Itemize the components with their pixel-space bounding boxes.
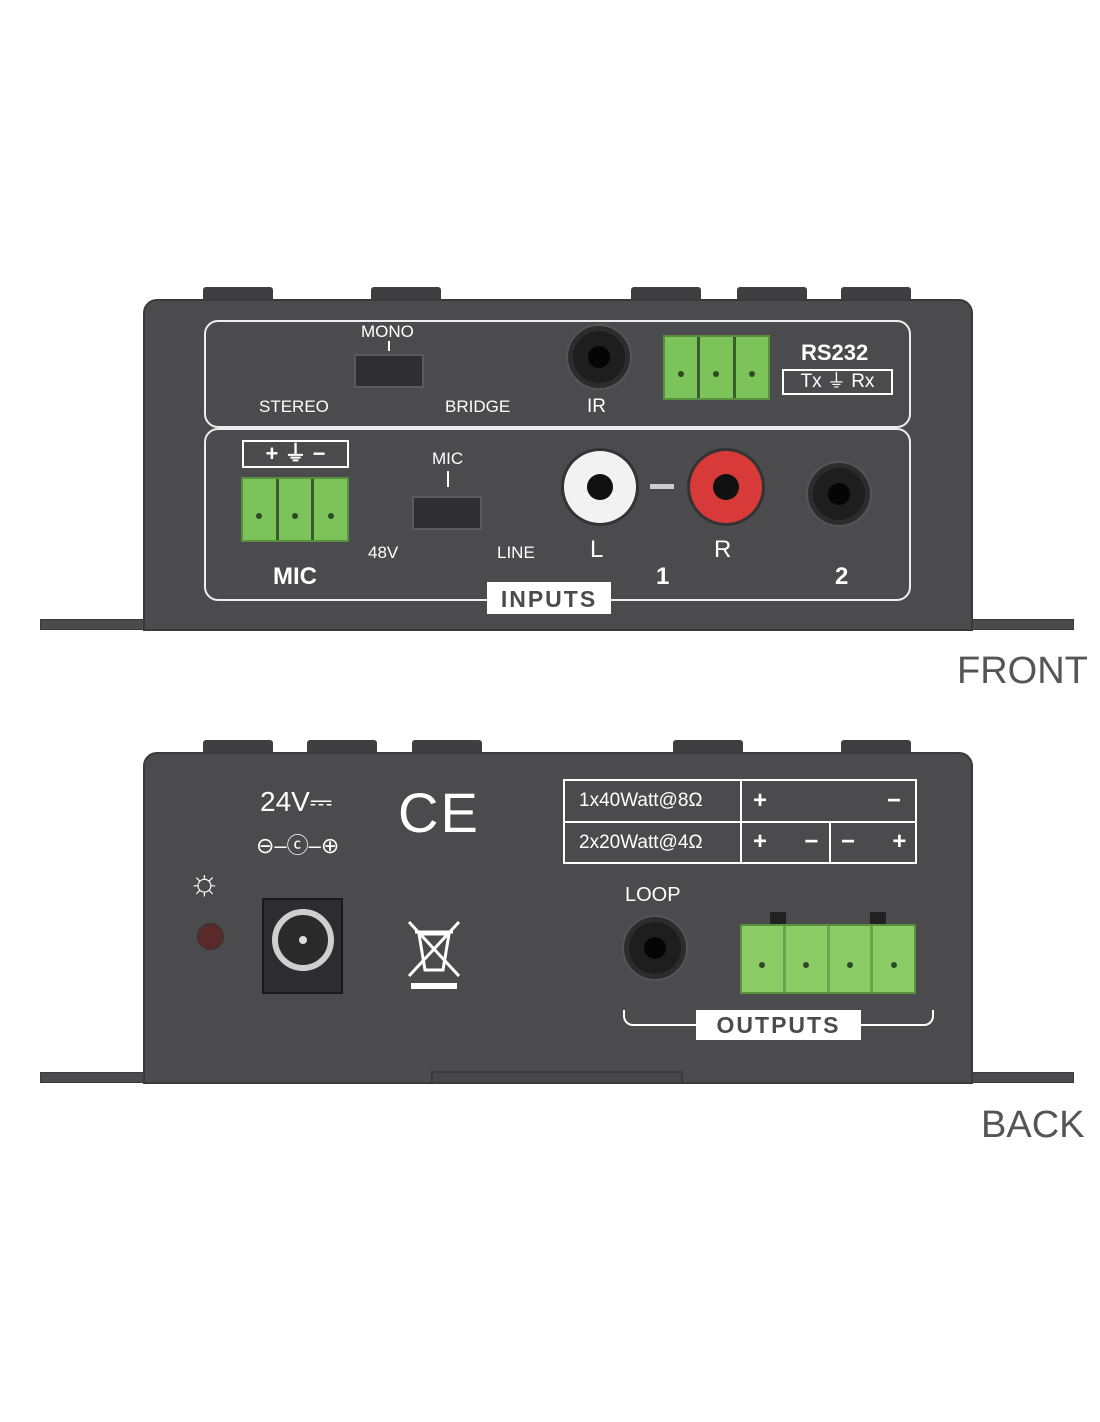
sun-icon: ☼ — [188, 861, 221, 902]
polarity-symbol: ⊖–ⓒ–⊕ — [256, 833, 340, 858]
ir-label: IR — [587, 396, 606, 417]
mic-switch-top: MIC — [432, 449, 464, 468]
back-caption: BACK — [981, 1104, 1085, 1146]
mode-1x40: 1x40Watt@8Ω — [579, 790, 703, 811]
top-tab — [203, 287, 273, 301]
loop-jack[interactable] — [624, 917, 686, 979]
mic-pins: + ⏚ − — [242, 440, 349, 468]
outputs-label: OUTPUTS — [696, 1010, 861, 1040]
line-label: LINE — [497, 543, 535, 562]
top-tab — [841, 740, 911, 754]
r-label: R — [714, 536, 732, 563]
speaker-output-terminal[interactable] — [740, 924, 916, 994]
mic-label: MIC — [273, 563, 317, 590]
top-tab — [371, 287, 441, 301]
rca-right-jack[interactable] — [690, 451, 762, 523]
bottom-tab — [431, 1071, 683, 1084]
inputs-label: INPUTS — [487, 582, 611, 614]
rs232-pins: Tx ⏚ Rx — [782, 369, 893, 395]
pol: + — [753, 787, 768, 814]
rs232-label: RS232 — [801, 340, 869, 365]
dc-power-jack[interactable] — [262, 898, 343, 994]
mode-2x20: 2x20Watt@4Ω — [579, 832, 703, 853]
input2-jack[interactable] — [808, 463, 870, 525]
48v-label: 48V — [368, 543, 399, 562]
mic-line-switch[interactable] — [412, 496, 482, 530]
loop-label: LOOP — [625, 884, 681, 906]
top-tab — [631, 287, 701, 301]
pol: + − — [753, 828, 819, 855]
weee-bin-icon — [407, 920, 461, 989]
ir-jack[interactable] — [568, 326, 630, 388]
input2-label: 2 — [835, 563, 849, 590]
pol: − + — [841, 828, 907, 855]
rca-left-jack[interactable] — [564, 451, 636, 523]
mode-switch[interactable] — [354, 354, 424, 388]
tick — [388, 341, 390, 351]
top-tab — [203, 740, 273, 754]
input1-label: 1 — [656, 563, 670, 590]
bridge-label: BRIDGE — [445, 397, 511, 416]
mono-label: MONO — [361, 322, 414, 341]
mic-terminal[interactable] — [241, 477, 349, 542]
top-tab — [737, 287, 807, 301]
front-caption: FRONT — [957, 650, 1088, 692]
stereo-label: STEREO — [259, 397, 329, 416]
top-tab — [307, 740, 377, 754]
rs232-terminal[interactable] — [663, 335, 770, 400]
ce-mark: CE — [398, 781, 480, 844]
voltage-label: 24V⎓ — [260, 786, 333, 817]
output-table: 1x40Watt@8Ω + − 2x20Watt@4Ω + − − + — [563, 779, 917, 864]
l-label: L — [590, 536, 604, 563]
tick — [447, 471, 449, 487]
power-led — [197, 923, 224, 950]
top-tab — [412, 740, 482, 754]
dash — [650, 484, 674, 489]
control-section — [204, 320, 911, 428]
top-tab — [673, 740, 743, 754]
pol: − — [887, 787, 902, 814]
top-tab — [841, 287, 911, 301]
